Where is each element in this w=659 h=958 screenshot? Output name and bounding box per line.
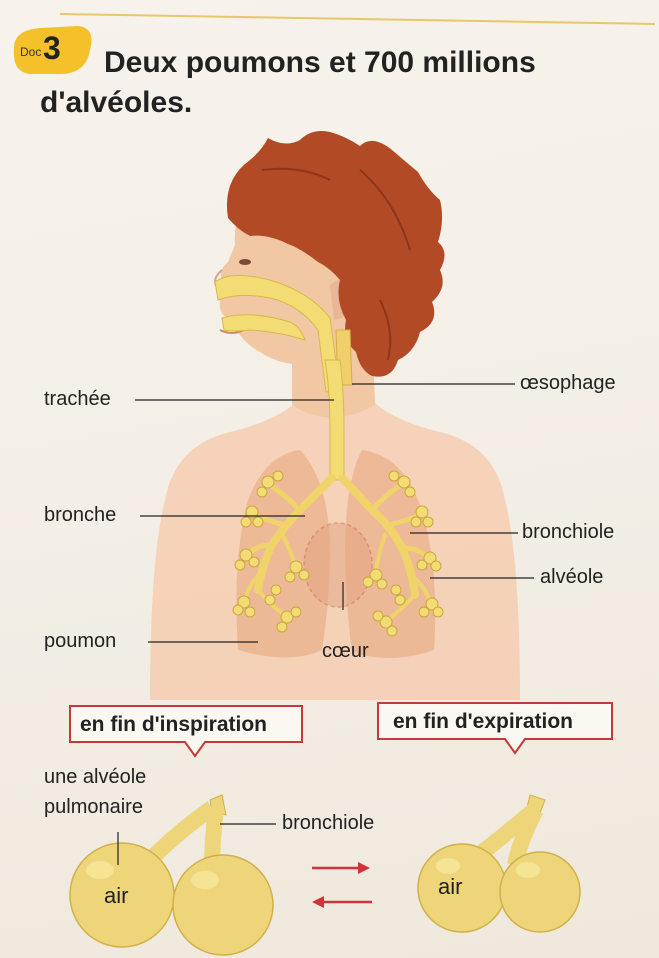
label-bronche: bronche xyxy=(44,504,116,527)
label-coeur: cœur xyxy=(322,640,369,663)
label-oesophage: œsophage xyxy=(520,372,616,395)
exchange-arrows xyxy=(312,862,372,908)
inspiration-title: en fin d'inspiration xyxy=(80,713,267,737)
expiration-title: en fin d'expiration xyxy=(393,710,573,734)
label-bronchiole: bronchiole xyxy=(522,521,614,544)
heart-outline xyxy=(304,523,372,607)
alveole-right-deflated-2 xyxy=(500,852,580,932)
label-air-right: air xyxy=(438,874,462,900)
label-une-alveole: une alvéole xyxy=(44,766,146,789)
label-poumon: poumon xyxy=(44,630,116,653)
label-bronchiole-lower: bronchiole xyxy=(282,812,374,835)
alveole-left-inflated-2 xyxy=(173,855,273,955)
title-line-2: d'alvéoles. xyxy=(40,83,600,123)
alveoli-expiration xyxy=(418,795,580,932)
label-air-left: air xyxy=(104,883,128,909)
label-pulmonaire: pulmonaire xyxy=(44,796,143,819)
doc-badge-prefix: Doc xyxy=(20,45,41,59)
page-title: Deux poumons et 700 millions d'alvéoles. xyxy=(40,43,600,123)
label-trachee: trachée xyxy=(44,388,111,411)
alveoli-inspiration xyxy=(70,795,273,955)
label-alveole: alvéole xyxy=(540,566,603,589)
title-line-1: Deux poumons et 700 millions xyxy=(40,43,600,83)
page-top-edge xyxy=(60,14,655,24)
